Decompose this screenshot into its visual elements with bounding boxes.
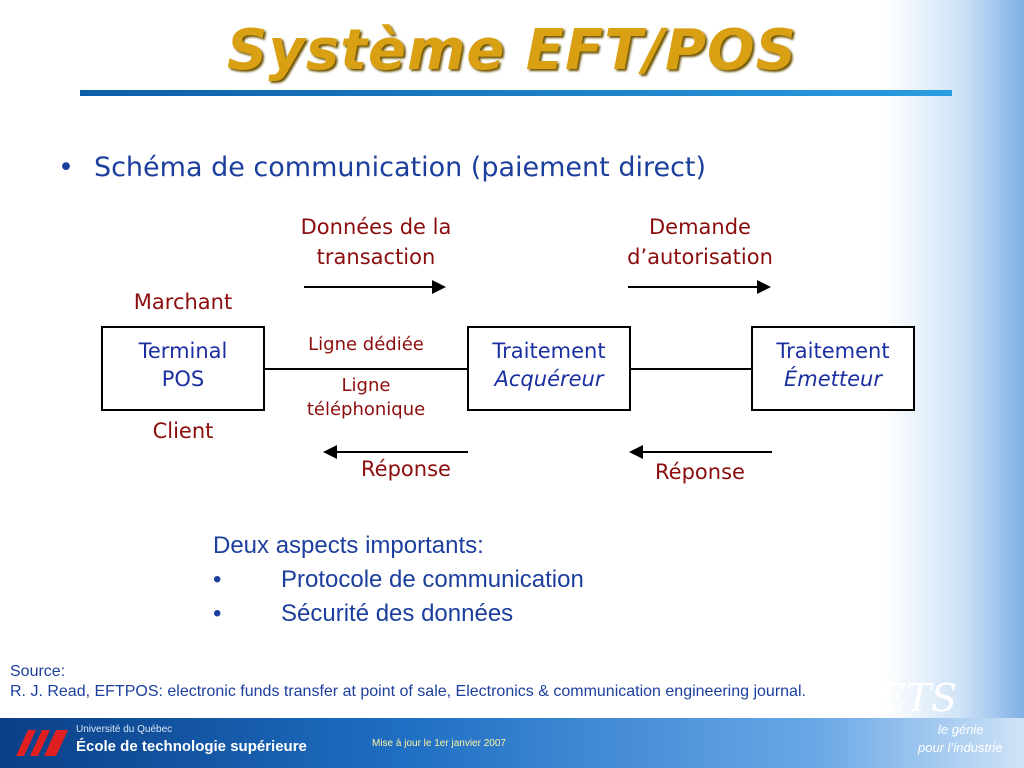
label-donnees: Données de la transaction xyxy=(276,212,476,272)
arrow-reponse-left-head xyxy=(323,445,337,459)
update-date: Mise à jour le 1er janvier 2007 xyxy=(372,738,506,749)
main-bullet: • Schéma de communication (paiement direc… xyxy=(58,152,706,183)
label-ligne-line2: téléphonique xyxy=(306,399,426,420)
label-client: Client xyxy=(152,419,214,443)
label-reponse-left: Réponse xyxy=(361,457,451,481)
tagline-line1: le génie xyxy=(938,722,984,737)
source-text: R. J. Read, EFTPOS: electronic funds tra… xyxy=(10,683,806,700)
box-terminal-line2: POS xyxy=(161,367,205,391)
label-demande: Demande d’autorisation xyxy=(600,212,800,272)
arrow-demande-head xyxy=(757,280,771,294)
label-ligne-telephonique: Ligne téléphonique xyxy=(284,374,448,422)
slide-title: Système EFT/POS xyxy=(227,18,797,83)
footer-bar xyxy=(0,718,1024,768)
label-demande-line1: Demande xyxy=(649,215,751,239)
aspects-item-text: Protocole de communication xyxy=(281,566,584,593)
box-terminal-line1: Terminal xyxy=(138,339,228,363)
source-label: Source: xyxy=(10,663,66,680)
ets-brand: ÉTS xyxy=(878,676,958,720)
label-donnees-line2: transaction xyxy=(316,245,436,269)
label-reponse-right: Réponse xyxy=(655,460,745,484)
box-emetteur-line2: Émetteur xyxy=(784,367,882,391)
title-underline xyxy=(80,90,952,96)
box-acquereur-line2: Acquéreur xyxy=(494,367,604,391)
label-ligne-line1: Ligne xyxy=(341,375,391,396)
aspects-bullet-icon: • xyxy=(213,600,222,627)
box-traitement-acquereur: Traitement Acquéreur xyxy=(467,326,631,411)
main-bullet-text: Schéma de communication (paiement direct… xyxy=(93,152,707,183)
aspects-bullet-icon: • xyxy=(213,566,222,593)
label-marchant: Marchant xyxy=(133,290,233,314)
bullet-dot-icon: • xyxy=(58,152,74,183)
aspects-item-text: Sécurité des données xyxy=(281,600,514,627)
arrow-reponse-right-head xyxy=(629,445,643,459)
aspects-item: • Sécurité des données xyxy=(213,600,584,634)
box-terminal-pos: Terminal POS xyxy=(101,326,265,411)
school-name: École de technologie supérieure xyxy=(76,738,307,755)
box-acquereur-line1: Traitement xyxy=(492,339,606,363)
label-ligne-dediee: Ligne dédiée xyxy=(308,334,424,355)
tagline-line2: pour l’industrie xyxy=(918,740,1003,755)
source-block: Source: R. J. Read, EFTPOS: electronic f… xyxy=(10,662,806,702)
aspects-list: Deux aspects importants: • Protocole de c… xyxy=(213,532,584,634)
box-emetteur-line1: Traitement xyxy=(776,339,890,363)
label-donnees-line1: Données de la xyxy=(300,215,452,239)
label-demande-line2: d’autorisation xyxy=(627,245,773,269)
university-name: Université du Québec xyxy=(76,724,173,735)
arrow-donnees-head xyxy=(432,280,446,294)
box-traitement-emetteur: Traitement Émetteur xyxy=(751,326,915,411)
aspects-item: • Protocole de communication xyxy=(213,566,584,600)
aspects-heading: Deux aspects importants: xyxy=(213,532,484,559)
school-logo-icon xyxy=(16,730,68,756)
